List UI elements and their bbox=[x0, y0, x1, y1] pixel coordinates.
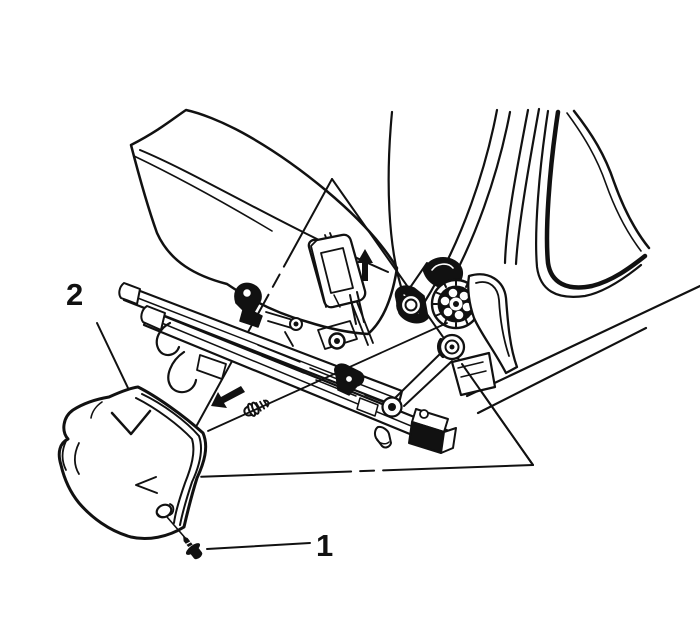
latch-knob-center bbox=[334, 338, 340, 344]
pivot-ring-inner bbox=[406, 300, 417, 311]
track-detail-line bbox=[262, 356, 304, 373]
rear-peg-base bbox=[377, 440, 389, 444]
callout-2-label: 2 bbox=[66, 277, 83, 312]
buckle-stalk bbox=[350, 295, 356, 324]
recliner-gear-holes bbox=[440, 288, 472, 320]
trim-cover-outline bbox=[59, 387, 205, 539]
buckle-stalk bbox=[357, 292, 364, 322]
trim-cover-lobe-line bbox=[75, 443, 79, 474]
track-detail-line bbox=[258, 345, 300, 362]
rail-clamp-hole bbox=[346, 376, 353, 383]
latch-pivot-center bbox=[293, 321, 299, 327]
recliner-gear-center bbox=[453, 301, 459, 307]
track-clamp bbox=[235, 283, 262, 327]
buckle-inner-face bbox=[321, 248, 353, 293]
callout-1-label: 1 bbox=[316, 528, 333, 563]
phantom-line-left bbox=[197, 179, 332, 425]
callout-2-leader bbox=[97, 323, 128, 388]
buckle-side-face bbox=[311, 240, 326, 307]
rocker-panel-line bbox=[467, 286, 700, 396]
track-detail-plate bbox=[357, 398, 378, 416]
screw-hole-detail bbox=[158, 513, 170, 517]
cover-to-mechanism-line bbox=[208, 323, 447, 431]
door-frame-front-edge bbox=[389, 112, 404, 296]
center-screw bbox=[242, 396, 271, 418]
latch-link bbox=[285, 332, 293, 346]
trim-cover-part bbox=[59, 387, 205, 539]
rear-anchor-bolt bbox=[420, 410, 428, 418]
screw-thread-highlight bbox=[186, 541, 191, 545]
side-wing-plate bbox=[468, 274, 517, 373]
track-rail-end-cap bbox=[141, 306, 165, 330]
trim-cover-v-notch bbox=[112, 411, 150, 434]
door-cut-line bbox=[574, 111, 649, 248]
lower-bushing-shadow bbox=[439, 340, 443, 356]
track-detail-line bbox=[316, 380, 356, 396]
screw-hole-tab bbox=[170, 504, 173, 515]
screw-flange bbox=[251, 402, 260, 415]
track-front-hook bbox=[168, 352, 196, 392]
recliner-link-bar bbox=[396, 351, 443, 397]
hinge-link bbox=[407, 263, 427, 292]
trim-cover-ridge bbox=[142, 394, 201, 525]
seat-back-seam-line bbox=[134, 156, 272, 231]
seat-track-assembly bbox=[119, 283, 456, 453]
seat-belt-buckle bbox=[309, 233, 373, 345]
door-cut-line bbox=[567, 113, 641, 251]
side-wing-plate-inner bbox=[476, 282, 509, 356]
clamp-hole bbox=[243, 289, 252, 298]
track-rail-end-cap bbox=[119, 283, 140, 304]
rear-peg bbox=[375, 427, 391, 448]
phantom-line-right-overlay bbox=[462, 364, 533, 465]
recliner-link-bar bbox=[404, 361, 452, 406]
lower-bushing-inner bbox=[446, 341, 459, 354]
recliner-foot-detail bbox=[461, 371, 486, 377]
track-detail-line bbox=[310, 368, 352, 385]
phantom-line-bottom bbox=[195, 465, 533, 477]
recliner-foot-detail bbox=[458, 362, 483, 368]
up-arrow-icon bbox=[357, 249, 373, 281]
latch-lever bbox=[266, 312, 293, 320]
trim-cover-edge-line bbox=[91, 402, 102, 418]
door-opening-edge bbox=[536, 111, 641, 297]
left-arrow-icon bbox=[211, 386, 245, 408]
trim-cover-lobe-line bbox=[63, 441, 66, 470]
car-body-lines bbox=[389, 109, 700, 413]
pivot-ring bbox=[401, 295, 421, 315]
track-front-hook bbox=[157, 323, 179, 355]
callout-1-leader bbox=[207, 543, 310, 549]
buckle-slot bbox=[334, 295, 340, 307]
trim-cover-chevron bbox=[136, 477, 157, 493]
recliner-mechanism bbox=[383, 258, 534, 465]
screw-head bbox=[189, 545, 203, 560]
trim-cover-ridge bbox=[136, 398, 193, 523]
rear-anchor-side bbox=[441, 428, 456, 453]
hinge-arm-highlight bbox=[432, 264, 453, 270]
screw-tip bbox=[265, 400, 269, 406]
b-pillar-rear-edge bbox=[516, 109, 539, 264]
hole-to-screw-line bbox=[167, 517, 187, 540]
door-weatherstrip bbox=[547, 112, 645, 287]
lower-bushing-center bbox=[449, 344, 455, 350]
b-pillar-rear-edge bbox=[505, 110, 528, 263]
pivot-shadow bbox=[398, 297, 403, 314]
rocker-panel-line bbox=[478, 328, 646, 413]
track-rail-inner-line bbox=[152, 319, 445, 440]
latch-bracket bbox=[318, 321, 357, 349]
recliner-roller-hub bbox=[388, 403, 396, 411]
screw-part-1 bbox=[183, 536, 203, 560]
track-bracket bbox=[197, 355, 226, 379]
